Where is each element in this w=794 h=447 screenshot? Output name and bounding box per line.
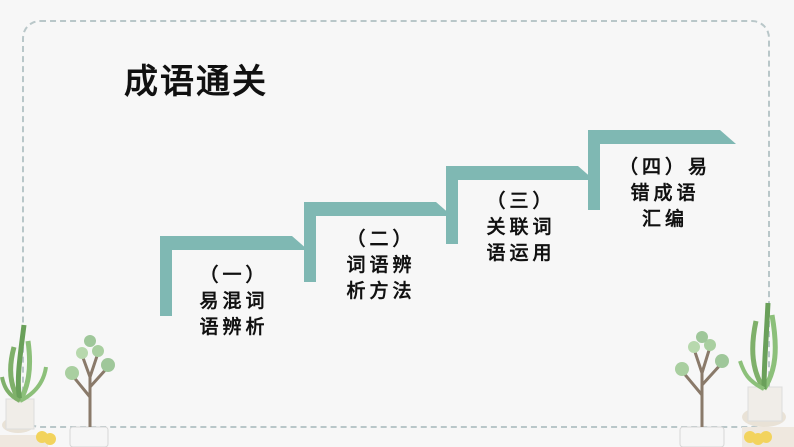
step-3-label: （三） 关联词 语运用	[486, 190, 556, 264]
step-1-label: （一） 易混词 语辨析	[199, 264, 269, 338]
page-title: 成语通关	[124, 62, 268, 102]
step-4-bracket-top	[588, 130, 720, 144]
step-2-bracket-side	[304, 202, 316, 282]
step-1-bracket-top	[160, 236, 292, 250]
step-4-bracket-side	[588, 130, 600, 210]
step-3-bracket-side	[446, 166, 458, 244]
step-3[interactable]: （三） 关联词 语运用	[446, 166, 594, 264]
step-2-bracket-top	[304, 202, 436, 216]
step-2[interactable]: （二） 词语辨 析方法	[304, 202, 452, 302]
step-4-label: （四）易 错成语 汇编	[618, 156, 711, 230]
plant-right-illustration	[675, 302, 794, 447]
step-2-label: （二） 词语辨 析方法	[346, 228, 416, 302]
step-4[interactable]: （四）易 错成语 汇编	[588, 130, 736, 230]
dashed-frame	[22, 20, 770, 428]
step-1[interactable]: （一） 易混词 语辨析	[160, 236, 308, 338]
step-3-bracket-top	[446, 166, 578, 180]
step-4-bracket-tip	[720, 130, 736, 144]
step-1-bracket-side	[160, 236, 172, 316]
plant-left-illustration	[0, 324, 115, 447]
